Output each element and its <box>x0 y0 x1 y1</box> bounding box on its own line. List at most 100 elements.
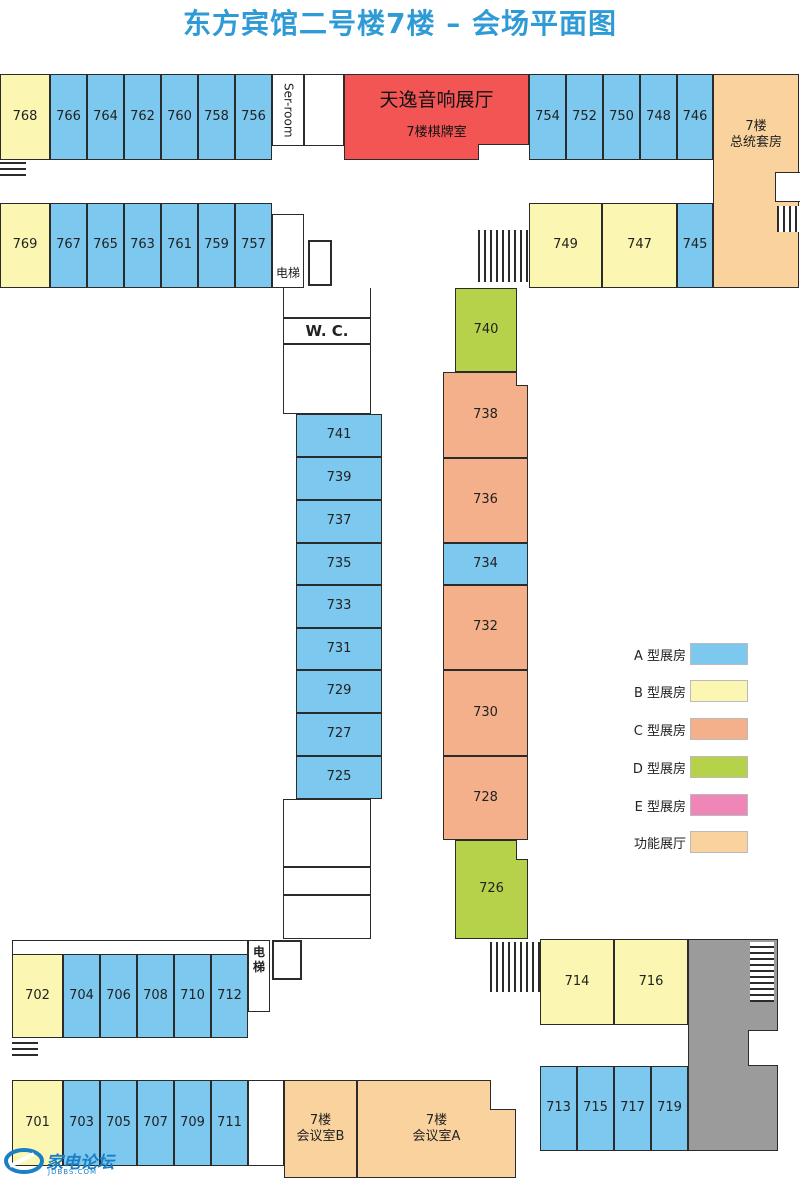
room-730[interactable]: 730 <box>443 670 528 756</box>
room-759[interactable]: 759 <box>198 203 235 288</box>
726-notch <box>516 840 528 860</box>
logo-subtext: JDBBS.COM <box>48 1168 98 1176</box>
room-749[interactable]: 749 <box>529 203 602 288</box>
room-number: 738 <box>473 406 498 422</box>
room-707[interactable]: 707 <box>137 1080 174 1166</box>
room-number: 732 <box>473 619 498 635</box>
legend-item-b: B 型展房 <box>606 680 748 702</box>
room-740[interactable]: 740 <box>455 288 517 372</box>
room-712[interactable]: 712 <box>211 954 248 1038</box>
room-number: 739 <box>326 470 352 486</box>
elevator2-label-1: 电 <box>252 945 265 959</box>
room-713[interactable]: 713 <box>540 1066 577 1151</box>
room-number: 719 <box>657 1100 682 1116</box>
room-733[interactable]: 733 <box>296 585 382 628</box>
room-762[interactable]: 762 <box>124 74 161 160</box>
ser-room-label: Ser-room <box>281 82 296 138</box>
tianyi-audio-hall[interactable]: 天逸音响展厅 7楼棋牌室 <box>344 74 529 160</box>
room-747[interactable]: 747 <box>602 203 677 288</box>
room-756[interactable]: 756 <box>235 74 272 160</box>
room-number: 756 <box>241 108 266 124</box>
room-number: 752 <box>572 108 597 124</box>
room-768[interactable]: 768 <box>0 74 50 160</box>
room-number: 709 <box>180 1114 205 1130</box>
room-number: 763 <box>130 237 155 253</box>
room-764[interactable]: 764 <box>87 74 124 160</box>
room-719[interactable]: 719 <box>651 1066 688 1151</box>
room-761[interactable]: 761 <box>161 203 198 288</box>
room-763[interactable]: 763 <box>124 203 161 288</box>
room-710[interactable]: 710 <box>174 954 211 1038</box>
stairs-bottom-right <box>490 942 540 992</box>
room-741[interactable]: 741 <box>296 414 382 457</box>
elevator-top[interactable]: 电梯 <box>272 214 304 288</box>
room-769[interactable]: 769 <box>0 203 50 288</box>
room-766[interactable]: 766 <box>50 74 87 160</box>
conference-room-a[interactable]: 7楼 会议室A <box>357 1080 516 1178</box>
room-758[interactable]: 758 <box>198 74 235 160</box>
room-725[interactable]: 725 <box>296 756 382 799</box>
room-726[interactable]: 726 <box>455 840 528 939</box>
room-746[interactable]: 746 <box>677 74 713 160</box>
room-732[interactable]: 732 <box>443 585 528 670</box>
room-729[interactable]: 729 <box>296 670 382 713</box>
room-734[interactable]: 734 <box>443 543 528 585</box>
legend-item-e: E 型展房 <box>606 794 748 816</box>
room-735[interactable]: 735 <box>296 543 382 585</box>
room-752[interactable]: 752 <box>566 74 603 160</box>
room-number: 764 <box>93 108 118 124</box>
ser-room[interactable]: Ser-room <box>272 74 304 146</box>
room-number: 767 <box>56 237 81 253</box>
room-731[interactable]: 731 <box>296 628 382 670</box>
room-number: 765 <box>93 237 118 253</box>
room-745[interactable]: 745 <box>677 203 713 288</box>
room-727[interactable]: 727 <box>296 713 382 756</box>
room-714[interactable]: 714 <box>540 939 614 1025</box>
legend-item-function: 功能展厅 <box>606 831 748 853</box>
room-737[interactable]: 737 <box>296 500 382 543</box>
room-number: 717 <box>620 1100 645 1116</box>
elevator2-label-2: 梯 <box>252 960 265 974</box>
room-715[interactable]: 715 <box>577 1066 614 1151</box>
room-728[interactable]: 728 <box>443 756 528 840</box>
room-number: 730 <box>473 704 498 720</box>
room-754[interactable]: 754 <box>529 74 566 160</box>
room-716[interactable]: 716 <box>614 939 688 1025</box>
room-739[interactable]: 739 <box>296 457 382 500</box>
room-760[interactable]: 760 <box>161 74 198 160</box>
conf-b-label-1: 7楼 <box>309 1112 332 1128</box>
room-number: 710 <box>180 987 205 1003</box>
room-738[interactable]: 738 <box>443 372 528 458</box>
room-709[interactable]: 709 <box>174 1080 211 1166</box>
elevator-bottom[interactable]: 电 梯 <box>248 940 270 1012</box>
room-number: 758 <box>204 108 229 124</box>
room-736[interactable]: 736 <box>443 458 528 543</box>
suite-label-2: 总统套房 <box>729 135 782 151</box>
room-number: 759 <box>204 237 229 253</box>
room-number: 754 <box>535 108 560 124</box>
room-706[interactable]: 706 <box>100 954 137 1038</box>
room-757[interactable]: 757 <box>235 203 272 288</box>
room-number: 714 <box>564 973 590 989</box>
room-750[interactable]: 750 <box>603 74 640 160</box>
conference-room-b[interactable]: 7楼 会议室B <box>284 1080 357 1178</box>
service-notch <box>748 1030 778 1066</box>
room-number: 727 <box>326 726 352 742</box>
room-702[interactable]: 702 <box>12 954 63 1038</box>
room-number: 728 <box>473 789 498 805</box>
room-number: 769 <box>12 237 38 253</box>
room-708[interactable]: 708 <box>137 954 174 1038</box>
service-closet <box>304 74 344 146</box>
room-703[interactable]: 703 <box>63 1080 100 1166</box>
room-717[interactable]: 717 <box>614 1066 651 1151</box>
room-705[interactable]: 705 <box>100 1080 137 1166</box>
conf-a-notch <box>490 1080 516 1110</box>
room-704[interactable]: 704 <box>63 954 100 1038</box>
room-number: 749 <box>553 237 578 253</box>
room-748[interactable]: 748 <box>640 74 677 160</box>
room-767[interactable]: 767 <box>50 203 87 288</box>
room-765[interactable]: 765 <box>87 203 124 288</box>
room-711[interactable]: 711 <box>211 1080 248 1166</box>
wc[interactable]: W. C. <box>283 318 371 344</box>
stairs-top-left <box>0 160 26 176</box>
